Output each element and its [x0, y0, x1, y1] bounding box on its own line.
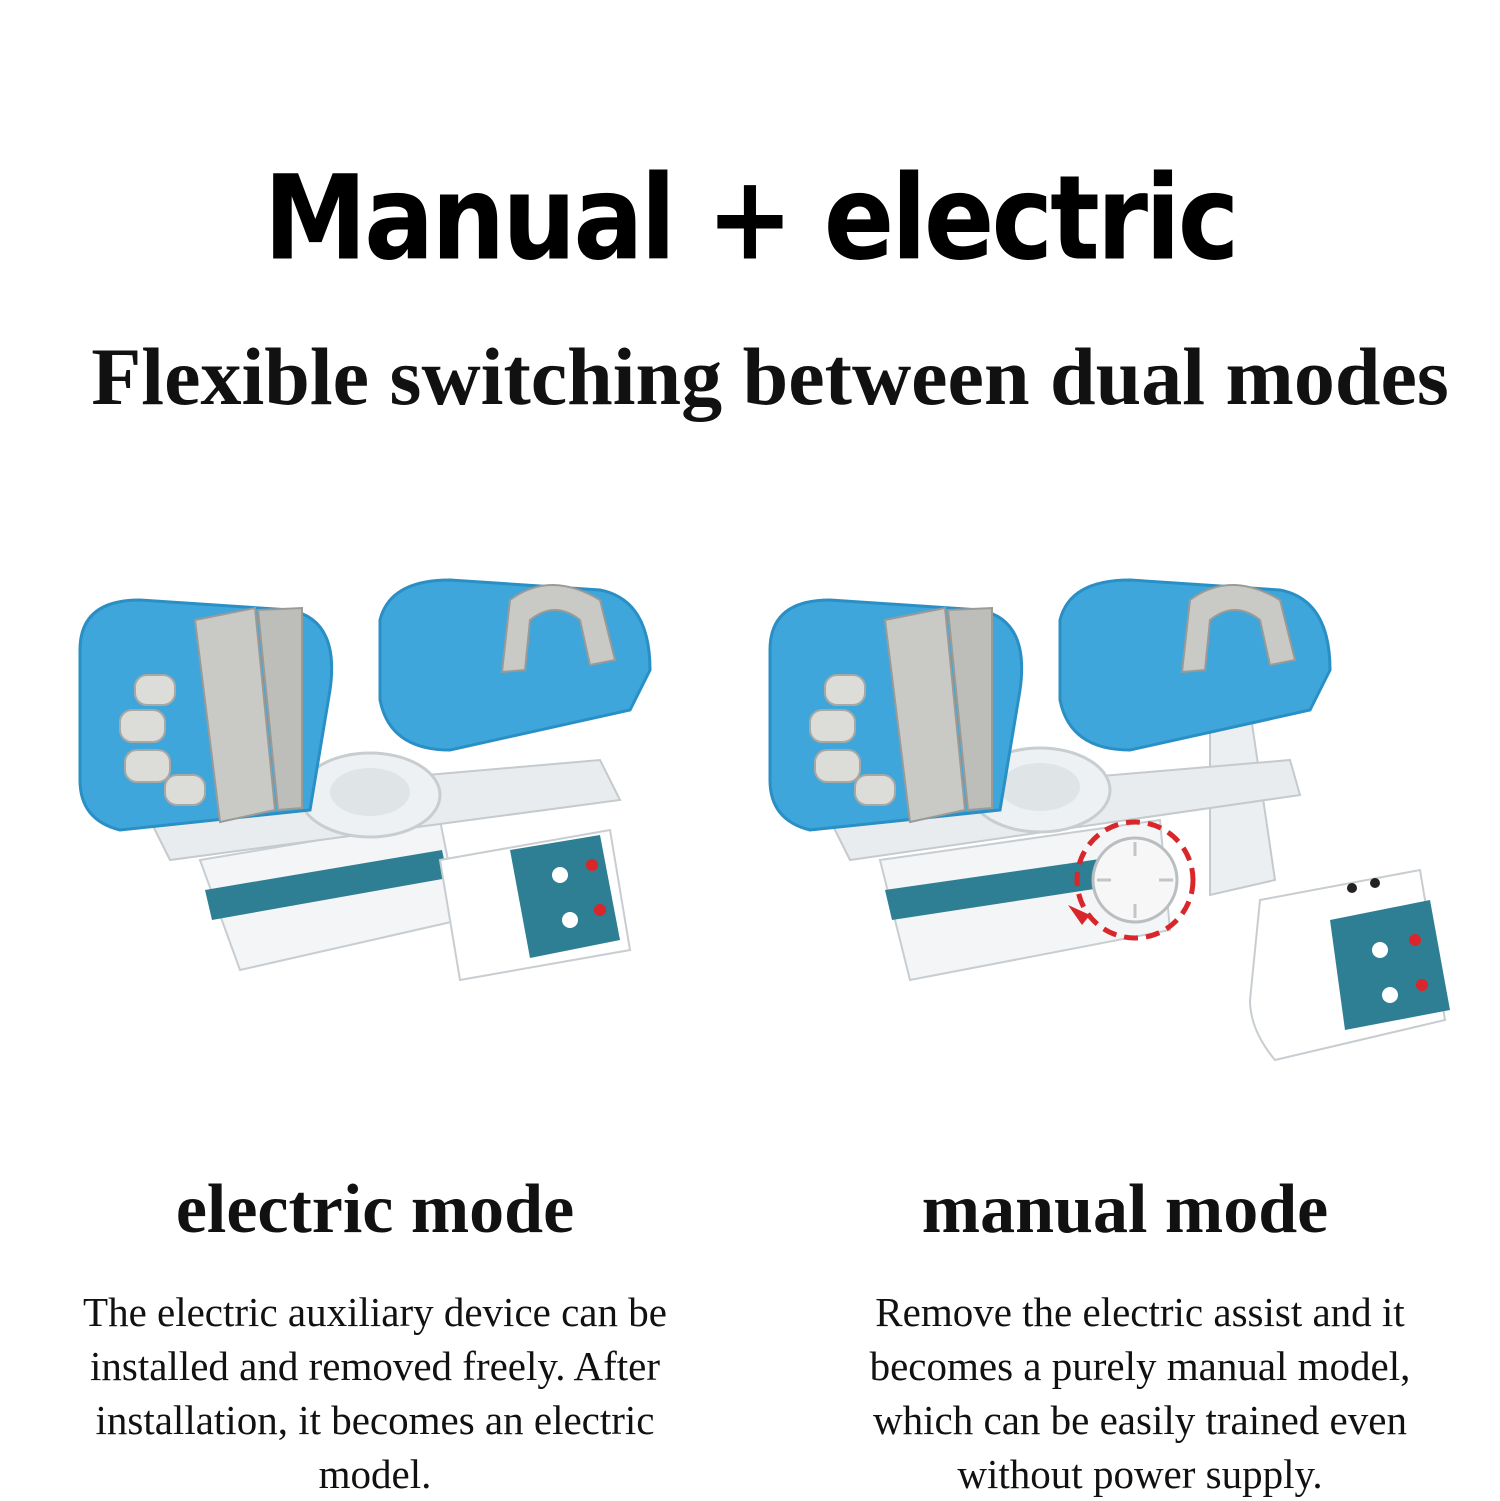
manual-mode-heading: manual mode	[921, 1171, 1329, 1248]
control-panel	[1330, 900, 1450, 1030]
electric-mode-heading: electric mode	[175, 1171, 575, 1248]
page-subtitle: Flexible switching between dual modes	[91, 331, 1449, 422]
description-line: The electric auxiliary device can be	[83, 1289, 667, 1335]
control-buttons	[1372, 942, 1398, 1003]
description-line: Remove the electric assist and it	[875, 1289, 1405, 1335]
description-line: which can be easily trained even	[873, 1397, 1407, 1443]
knob-highlight-circle	[1074, 819, 1196, 941]
manual-knob	[1091, 836, 1179, 924]
device-base-stripe	[205, 850, 448, 920]
manual-mode-device-image	[768, 578, 1450, 1062]
hand-strap	[946, 606, 993, 812]
description-line: without power supply.	[957, 1451, 1323, 1497]
hand-strap	[256, 606, 303, 812]
rotation-arrow-icon	[1068, 905, 1090, 925]
finger-tubes	[119, 674, 206, 806]
hand-strap	[883, 606, 967, 824]
forearm-strap	[1180, 584, 1297, 674]
page-title: Manual + electric	[263, 150, 1240, 287]
description-line: becomes a purely manual model,	[869, 1343, 1411, 1389]
description-line: installation, it becomes an electric	[95, 1397, 655, 1443]
forearm-strap	[500, 584, 617, 674]
manual-mode-description: Remove the electric assist and it become…	[790, 1285, 1490, 1501]
description-line: installed and removed freely. After	[90, 1343, 660, 1389]
electric-mode-device-image	[78, 578, 652, 982]
finger-tubes	[809, 674, 896, 806]
description-line: model.	[318, 1451, 432, 1497]
electric-mode-description: The electric auxiliary device can be ins…	[20, 1285, 730, 1501]
hand-strap	[193, 606, 277, 824]
control-buttons	[552, 867, 578, 928]
